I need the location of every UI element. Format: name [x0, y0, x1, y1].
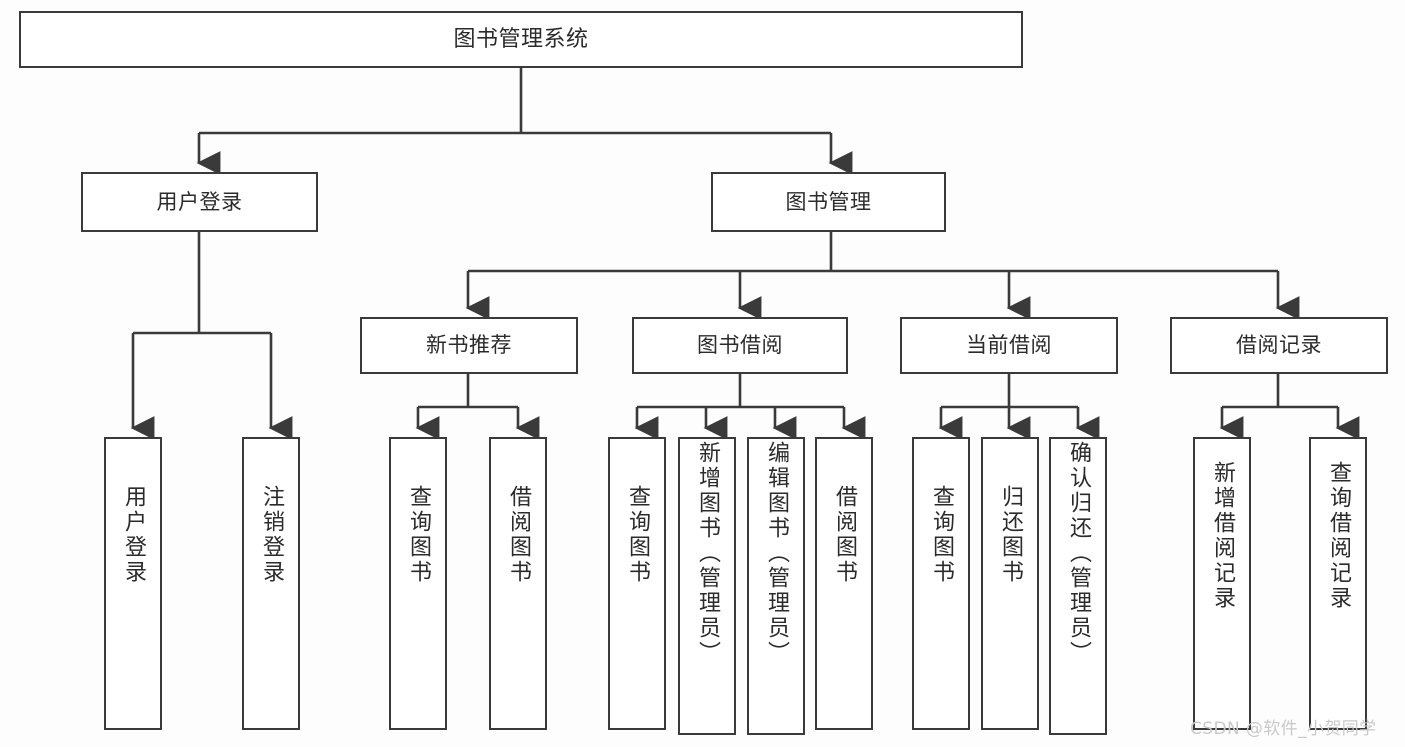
node-book-borrow[interactable]: 图书借阅 [632, 317, 848, 374]
node-label: 借阅图书 [506, 485, 531, 585]
leaf-confirm-return-admin[interactable]: 确认归还（管理员） [1049, 437, 1107, 735]
node-label: 用户登录 [156, 189, 243, 214]
leaf-query-borrow-record[interactable]: 查询借阅记录 [1309, 437, 1367, 730]
leaf-query-book-borrow[interactable]: 查询图书 [608, 437, 666, 730]
node-label: 查询图书 [625, 485, 650, 585]
node-user-login[interactable]: 用户登录 [81, 172, 318, 232]
node-label: 查询图书 [929, 485, 954, 585]
leaf-user-logout[interactable]: 注销登录 [242, 437, 300, 730]
leaf-add-book-admin[interactable]: 新增图书（管理员） [678, 437, 736, 735]
leaf-return-book[interactable]: 归还图书 [981, 437, 1039, 730]
node-label: 借阅记录 [1236, 333, 1322, 358]
node-label: 查询图书 [406, 485, 431, 585]
node-label: 借阅图书 [832, 485, 857, 585]
leaf-edit-book-admin[interactable]: 编辑图书（管理员） [747, 437, 805, 735]
node-current-borrow[interactable]: 当前借阅 [900, 317, 1118, 374]
node-label: 图书管理系统 [453, 26, 589, 52]
node-label: 查询借阅记录 [1326, 461, 1351, 611]
node-label: 新增借阅记录 [1210, 461, 1235, 611]
watermark: CSDN @软件_小贺同学 [1190, 719, 1377, 739]
node-label: 编辑图书（管理员） [764, 441, 789, 666]
node-label: 新增图书（管理员） [695, 441, 720, 666]
leaf-borrow-book-recommend[interactable]: 借阅图书 [489, 437, 547, 730]
node-label: 注销登录 [259, 485, 284, 585]
leaf-add-borrow-record[interactable]: 新增借阅记录 [1193, 437, 1251, 730]
node-label: 当前借阅 [966, 333, 1052, 358]
node-borrow-record[interactable]: 借阅记录 [1170, 317, 1388, 374]
node-label: 图书管理 [785, 189, 872, 214]
leaf-user-login[interactable]: 用户登录 [104, 437, 162, 730]
leaf-query-book-recommend[interactable]: 查询图书 [389, 437, 447, 730]
leaf-query-book-current[interactable]: 查询图书 [912, 437, 970, 730]
node-label: 用户登录 [121, 485, 146, 585]
node-label: 确认归还（管理员） [1066, 441, 1091, 666]
node-label: 归还图书 [998, 485, 1023, 585]
node-label: 新书推荐 [426, 333, 512, 358]
node-label: 图书借阅 [697, 333, 783, 358]
node-book-management[interactable]: 图书管理 [711, 172, 946, 232]
node-new-book-recommend[interactable]: 新书推荐 [360, 317, 578, 374]
node-root-system[interactable]: 图书管理系统 [19, 11, 1023, 68]
leaf-borrow-book[interactable]: 借阅图书 [815, 437, 873, 730]
